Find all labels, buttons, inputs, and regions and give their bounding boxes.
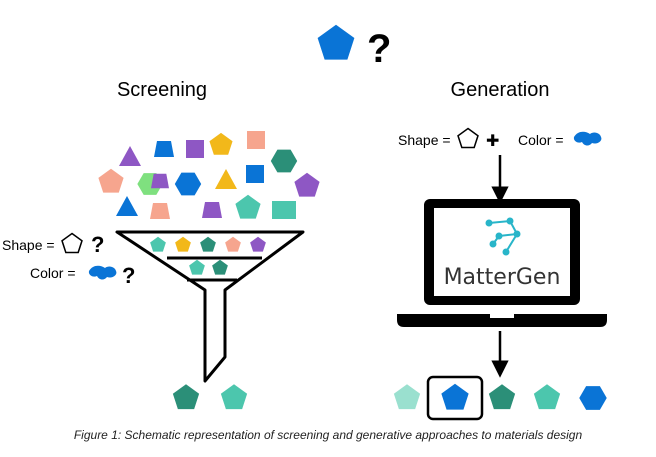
screening-heading: Screening bbox=[117, 79, 207, 101]
pentagon-outline-icon bbox=[61, 232, 83, 254]
triangle-icon bbox=[119, 146, 141, 166]
hexagon-icon bbox=[174, 172, 202, 196]
result-pentagon-icon bbox=[488, 384, 516, 410]
screening-color-label: Color = bbox=[30, 265, 76, 281]
pentagon-icon bbox=[225, 236, 241, 252]
mattergen-logo-icon bbox=[485, 217, 521, 256]
selected-result-frame bbox=[426, 375, 484, 421]
pentagon-icon bbox=[212, 259, 228, 275]
result-pentagon-icon bbox=[172, 384, 200, 410]
blue-paint-splash-icon bbox=[88, 265, 117, 280]
pentagon-outline-icon bbox=[457, 127, 479, 149]
generation-color-label: Color = bbox=[518, 132, 564, 148]
generation-shape-label: Shape = bbox=[398, 132, 451, 148]
target-pentagon-icon bbox=[317, 24, 355, 60]
selected-result-pentagon-icon bbox=[441, 383, 469, 410]
square-icon bbox=[247, 131, 265, 149]
figure-caption: Figure 1: Schematic representation of sc… bbox=[73, 428, 583, 442]
hexagon-icon bbox=[270, 149, 298, 173]
pentagon-icon bbox=[98, 168, 124, 193]
pentagon-icon bbox=[294, 172, 320, 197]
plus-icon: ✚ bbox=[486, 131, 499, 150]
square-icon bbox=[186, 140, 204, 158]
shape-question-mark: ? bbox=[91, 232, 104, 257]
trapezoid-icon bbox=[151, 173, 169, 189]
result-hexagon-icon bbox=[579, 386, 607, 410]
pentagon-icon bbox=[235, 194, 261, 219]
triangle-icon bbox=[116, 196, 138, 216]
funnel-filtered-shapes bbox=[150, 236, 266, 275]
screening-funnel bbox=[115, 230, 305, 383]
trapezoid-icon bbox=[202, 202, 222, 218]
trapezoid-icon bbox=[154, 141, 174, 157]
pentagon-icon bbox=[209, 132, 233, 155]
result-pentagon-icon bbox=[393, 384, 421, 410]
blue-paint-splash-icon bbox=[573, 131, 602, 146]
pentagon-icon bbox=[200, 236, 216, 252]
laptop-icon bbox=[397, 199, 607, 327]
candidate-shapes-cloud bbox=[98, 131, 320, 219]
color-question-mark: ? bbox=[122, 263, 135, 288]
pentagon-icon bbox=[189, 259, 205, 275]
square-icon bbox=[246, 165, 264, 183]
screening-shape-label: Shape = bbox=[2, 237, 55, 253]
pentagon-icon bbox=[150, 236, 166, 252]
pentagon-icon bbox=[175, 236, 191, 252]
pentagon-icon bbox=[250, 236, 266, 252]
square-icon bbox=[272, 201, 296, 219]
triangle-icon bbox=[215, 169, 237, 189]
result-pentagon-icon bbox=[220, 384, 248, 410]
target-question-mark: ? bbox=[367, 27, 391, 71]
trapezoid-icon bbox=[150, 203, 170, 219]
generation-heading: Generation bbox=[451, 79, 550, 101]
result-pentagon-icon bbox=[533, 384, 561, 410]
mattergen-brand-text: MatterGen bbox=[444, 265, 561, 290]
